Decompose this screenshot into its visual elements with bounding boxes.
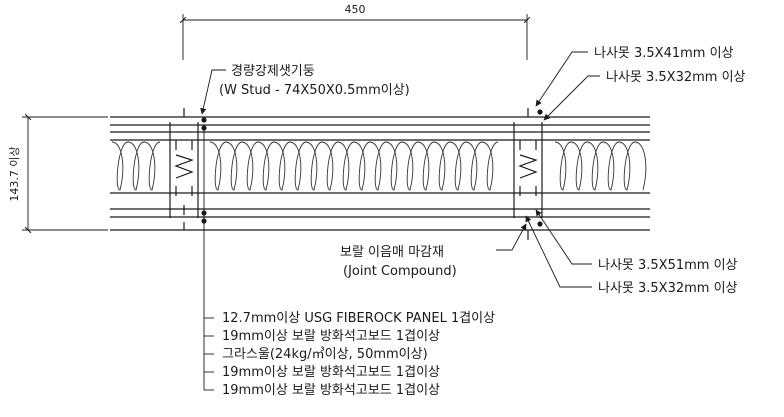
layer-list: 12.7mm이상 USG FIBEROCK PANEL 1겹이상 19mm이상 …: [222, 311, 495, 398]
right-stud: [513, 108, 543, 240]
screw-callout-3: 나사못 3.5X51mm 이상: [535, 209, 738, 273]
top-dimension: 450: [179, 3, 531, 60]
stud-label-line1: 경량강제샛기둥: [231, 64, 315, 79]
screw-label-1: 나사못 3.5X41mm 이상: [594, 46, 734, 61]
layer-leaders: [203, 128, 214, 391]
screw-callout-1: 나사못 3.5X41mm 이상: [535, 46, 734, 107]
screw-label-2: 나사못 3.5X32mm 이상: [606, 70, 746, 85]
left-dimension: 143.7 이상: [8, 113, 108, 234]
screw-callout-4: 나사못 3.5X32mm 이상: [525, 215, 738, 296]
joint-compound-callout: 보랄 이음매 마감재 (Joint Compound): [340, 223, 527, 279]
layer-label-3: 그라스울(24kg/㎥이상, 50mm이상): [222, 347, 428, 362]
layer-label-2: 19mm이상 보랄 방화석고보드 1겹이상: [222, 329, 440, 344]
left-dimension-label: 143.7 이상: [8, 146, 21, 201]
top-dimension-label: 450: [345, 3, 366, 16]
stud-label-line2: (W Stud - 74X50X0.5mm이상): [219, 83, 410, 98]
screw-callout-2: 나사못 3.5X32mm 이상: [543, 70, 746, 121]
wall-layers: [110, 116, 650, 231]
glass-wool-insulation: [111, 141, 647, 191]
layer-label-5: 19mm이상 보랄 방화석고보드 1겹이상: [222, 383, 440, 398]
stud-callout: 경량강제샛기둥 (W Stud - 74X50X0.5mm이상): [200, 64, 410, 115]
joint-label-line1: 보랄 이음매 마감재: [340, 245, 444, 260]
joint-label-line2: (Joint Compound): [343, 264, 457, 279]
left-stud: [169, 108, 207, 230]
screw-label-3: 나사못 3.5X51mm 이상: [598, 258, 738, 273]
layer-label-4: 19mm이상 보랄 방화석고보드 1겹이상: [222, 365, 440, 380]
screw-label-4: 나사못 3.5X32mm 이상: [598, 281, 738, 296]
layer-label-1: 12.7mm이상 USG FIBEROCK PANEL 1겹이상: [222, 311, 495, 326]
